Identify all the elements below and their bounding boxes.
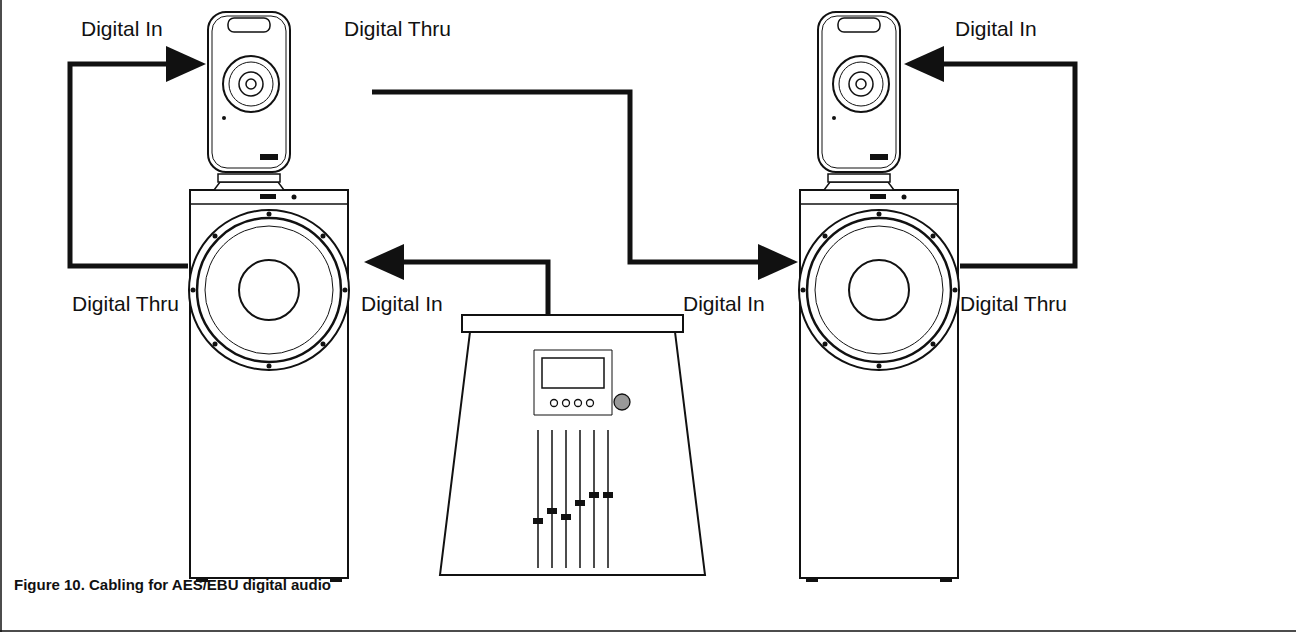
- port-label: Digital In: [361, 292, 443, 315]
- mixing-console: [440, 315, 705, 575]
- port-label: Digital In: [81, 17, 163, 40]
- port-label: Digital In: [683, 292, 765, 315]
- figure-caption: Figure 10. Cabling for AES/EBU digital a…: [14, 576, 331, 593]
- port-label: Digital Thru: [72, 292, 179, 315]
- port-label: Digital Thru: [344, 17, 451, 40]
- port-label: Digital Thru: [960, 292, 1067, 315]
- port-label: Digital In: [955, 17, 1037, 40]
